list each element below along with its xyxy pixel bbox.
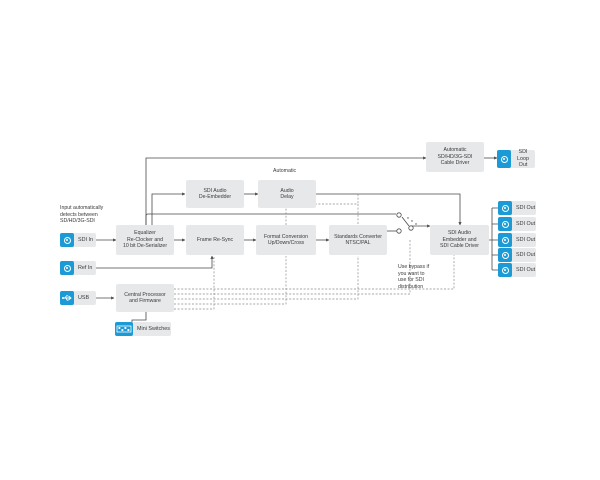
wire-mini-switches	[131, 312, 147, 322]
format-conversion-block: Format Conversion Up/Down/Cross	[256, 225, 316, 255]
dip-switch-icon	[115, 322, 133, 336]
sdi-out-label: SDI Out	[516, 237, 536, 243]
wire-outputs	[489, 207, 498, 271]
switch-contact-main	[396, 228, 402, 234]
switch-contact-bypass	[396, 212, 402, 218]
audio-delay-block: Audio Delay	[258, 180, 316, 208]
switch-contact-common	[408, 225, 414, 231]
wire-loop-out	[145, 156, 427, 225]
central-processor-block: Central Processor and Firmware	[116, 284, 174, 312]
bnc-connector-icon	[60, 261, 74, 275]
sdi-out-port-1: SDI Out	[498, 201, 536, 215]
sdi-out-port-3: SDI Out	[498, 233, 536, 247]
ref-in-port: Ref In	[60, 261, 96, 275]
sdi-out-port-2: SDI Out	[498, 217, 536, 231]
audio-deembedder-block: SDI Audio De-Embedder	[186, 180, 244, 208]
wire-ref-in	[96, 255, 214, 269]
wire-bypass	[145, 213, 396, 255]
cable-driver-loop-block: Automatic SD/HD/3G-SDI Cable Driver	[426, 142, 484, 172]
wire-deembedder	[151, 192, 186, 225]
usb-icon	[60, 291, 74, 305]
usb-port: USB	[60, 291, 96, 305]
bnc-connector-icon	[498, 217, 512, 231]
sdi-in-label: SDI In	[78, 237, 93, 243]
sdi-loop-out-port: SDI Loop Out	[497, 149, 535, 169]
sdi-loop-out-label: SDI Loop Out	[517, 149, 529, 169]
switch-blade	[401, 216, 410, 227]
mini-switches-label: Mini Switches	[137, 326, 170, 332]
audio-embedder-block: SDI Audio Embedder and SDI Cable Driver	[430, 225, 489, 255]
sdi-out-label: SDI Out	[516, 221, 536, 227]
bypass-note: Use bypass if you want to use for SDI di…	[398, 264, 430, 290]
ref-in-label: Ref In	[78, 265, 93, 271]
standards-converter-block: Standards Converter NTSC/PAL	[329, 225, 387, 255]
frame-resync-block: Frame Re-Sync	[186, 225, 244, 255]
input-note: Input automatically detects between SD/H…	[60, 205, 104, 225]
sdi-in-port: SDI In	[60, 233, 96, 247]
sdi-out-port-4: SDI Out	[498, 248, 536, 262]
sdi-out-label: SDI Out	[516, 205, 536, 211]
sdi-out-port-5: SDI Out	[498, 263, 536, 277]
equalizer-block: Equalizer Re-Clocker and 10 bit De-Seria…	[116, 225, 174, 255]
mini-switches-port: Mini Switches	[115, 322, 171, 336]
usb-label: USB	[78, 295, 90, 301]
wire-delay-embed	[316, 193, 462, 226]
bnc-connector-icon	[60, 233, 74, 247]
bnc-connector-icon	[498, 248, 512, 262]
bnc-connector-icon	[498, 233, 512, 247]
bnc-connector-icon	[498, 263, 512, 277]
bnc-connector-icon	[498, 201, 512, 215]
sdi-out-label: SDI Out	[516, 252, 536, 258]
automatic-label: Automatic	[273, 168, 297, 174]
bnc-connector-icon	[497, 150, 511, 168]
sdi-out-label: SDI Out	[516, 267, 536, 273]
